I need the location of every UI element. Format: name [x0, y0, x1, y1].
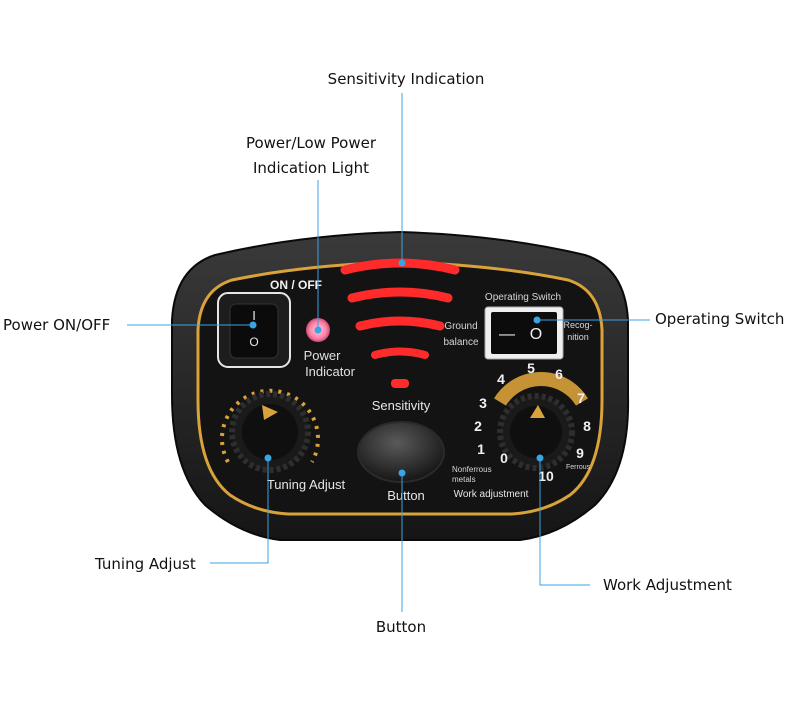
callout-power-light-line1: Power/Low Power — [245, 134, 377, 152]
center-push-button[interactable] — [357, 421, 445, 483]
sensitivity-led-3 — [355, 316, 445, 331]
power-indicator-label-line2: Indicator — [305, 364, 356, 379]
callout-work-adjustment: Work Adjustment — [603, 576, 732, 594]
callout-button: Button — [375, 618, 427, 636]
dial-number-2: 2 — [474, 418, 482, 434]
callout-tuning-adjust: Tuning Adjust — [95, 555, 196, 573]
nonferrous-line1: Nonferrous — [452, 465, 492, 474]
power-indicator-label-line1: Power — [304, 348, 342, 363]
rocker-on-symbol: I — [252, 308, 256, 323]
sensitivity-led-5 — [391, 379, 409, 388]
leader-work — [539, 458, 590, 586]
callout-power-onoff: Power ON/OFF — [3, 316, 111, 334]
sensitivity-led-4 — [371, 347, 429, 359]
dial-number-3: 3 — [479, 395, 487, 411]
leader-tuning — [210, 458, 269, 564]
power-rocker-switch[interactable]: I O — [217, 292, 291, 368]
operating-switch-right-symbol: O — [530, 326, 542, 343]
callout-power-light-line2: Indication Light — [253, 159, 369, 177]
ground-balance-line2: balance — [443, 337, 478, 348]
tuning-adjust-knob[interactable] — [229, 391, 311, 473]
work-dial-numbers: 0 1 2 3 4 5 6 7 8 9 10 — [474, 360, 591, 484]
dial-number-10: 10 — [538, 468, 554, 484]
ground-balance-line1: Ground — [444, 321, 477, 332]
dial-number-4: 4 — [497, 371, 505, 387]
sensitivity-led-2 — [347, 287, 453, 303]
ferrous-label: Ferrous — [566, 464, 591, 471]
operating-switch-left-symbol: — — [499, 326, 515, 343]
dial-number-9: 9 — [576, 445, 584, 461]
dial-number-6: 6 — [555, 366, 563, 382]
sensitivity-panel-label: Sensitivity — [372, 398, 431, 413]
dial-number-7: 7 — [577, 390, 585, 406]
work-adjustment-panel-label: Work adjustment — [454, 489, 529, 500]
nonferrous-line2: metals — [452, 475, 476, 484]
button-panel-label: Button — [387, 488, 425, 503]
tuning-adjust-panel-label: Tuning Adjust — [267, 477, 346, 492]
operating-switch-panel-label: Operating Switch — [485, 292, 561, 303]
leader-lines — [127, 93, 650, 612]
dial-number-8: 8 — [583, 418, 591, 434]
dial-number-5: 5 — [527, 360, 535, 376]
tuning-pointer-icon — [262, 405, 278, 420]
dial-number-1: 1 — [477, 441, 485, 457]
operating-rocker-switch[interactable]: — O — [484, 306, 564, 360]
rocker-off-symbol: O — [249, 335, 258, 349]
tuning-scale — [220, 388, 320, 463]
dial-number-0: 0 — [500, 450, 508, 466]
callout-sensitivity-indication: Sensitivity Indication — [327, 70, 485, 88]
on-off-label: ON / OFF — [270, 278, 322, 292]
leader-endpoints — [249, 259, 544, 477]
recognition-line2: nition — [567, 332, 589, 342]
work-pointer-icon — [530, 405, 545, 418]
work-adjustment-knob[interactable] — [497, 393, 575, 471]
callout-operating-switch: Operating Switch — [655, 310, 785, 328]
recognition-line1: Recog- — [563, 320, 592, 330]
work-scale-arc — [494, 371, 588, 406]
